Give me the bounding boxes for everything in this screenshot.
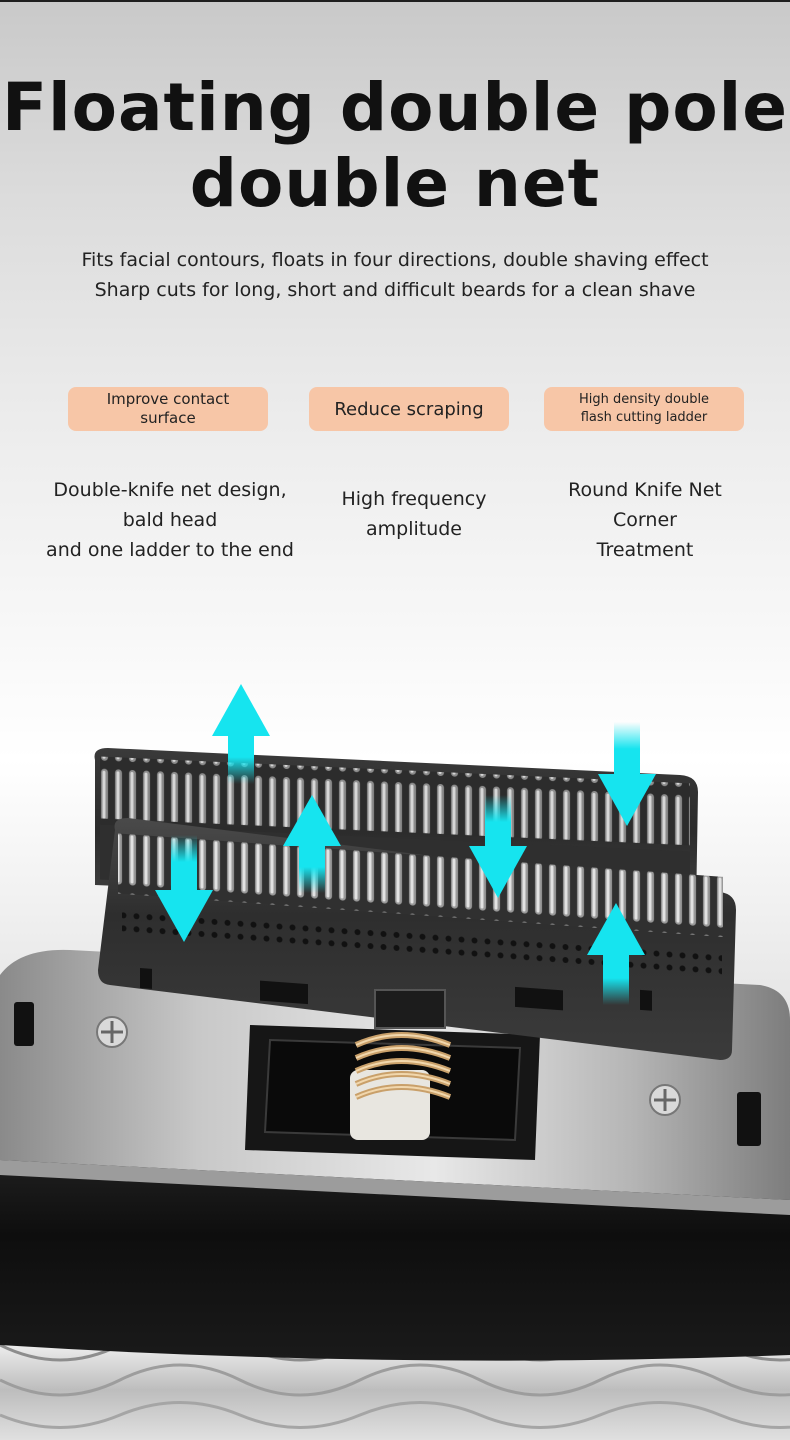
- top-border: [0, 0, 790, 2]
- badge-improve-contact: Improve contact surface: [68, 387, 268, 431]
- subtitle-line-2: Sharp cuts for long, short and difficult…: [94, 279, 696, 301]
- shaver-head-illustration: [0, 684, 790, 1440]
- headline-line-1: Floating double pole: [1, 69, 789, 146]
- arrow-up-icon: [212, 684, 270, 784]
- subtitle: Fits facial contours, floats in four dir…: [0, 245, 790, 305]
- arrow-up-icon: [283, 795, 341, 893]
- badge-reduce-scraping: Reduce scraping: [309, 387, 509, 431]
- feature-double-knife: Double-knife net design, bald head and o…: [46, 479, 294, 561]
- headline-line-2: double net: [189, 145, 601, 222]
- front-foil-blade: [98, 818, 736, 1060]
- arrow-down-icon: [155, 835, 213, 942]
- feature-round-knife: Round Knife Net Corner Treatment: [568, 479, 722, 561]
- feature-high-frequency: High frequency amplitude: [341, 488, 487, 540]
- headline: Floating double pole double net: [0, 70, 790, 222]
- badge-high-density: High density double flash cutting ladder: [544, 387, 744, 431]
- arrow-down-icon: [469, 795, 527, 898]
- arrow-up-icon: [587, 903, 645, 1005]
- arrow-down-icon: [598, 722, 656, 826]
- subtitle-line-1: Fits facial contours, floats in four dir…: [81, 249, 709, 271]
